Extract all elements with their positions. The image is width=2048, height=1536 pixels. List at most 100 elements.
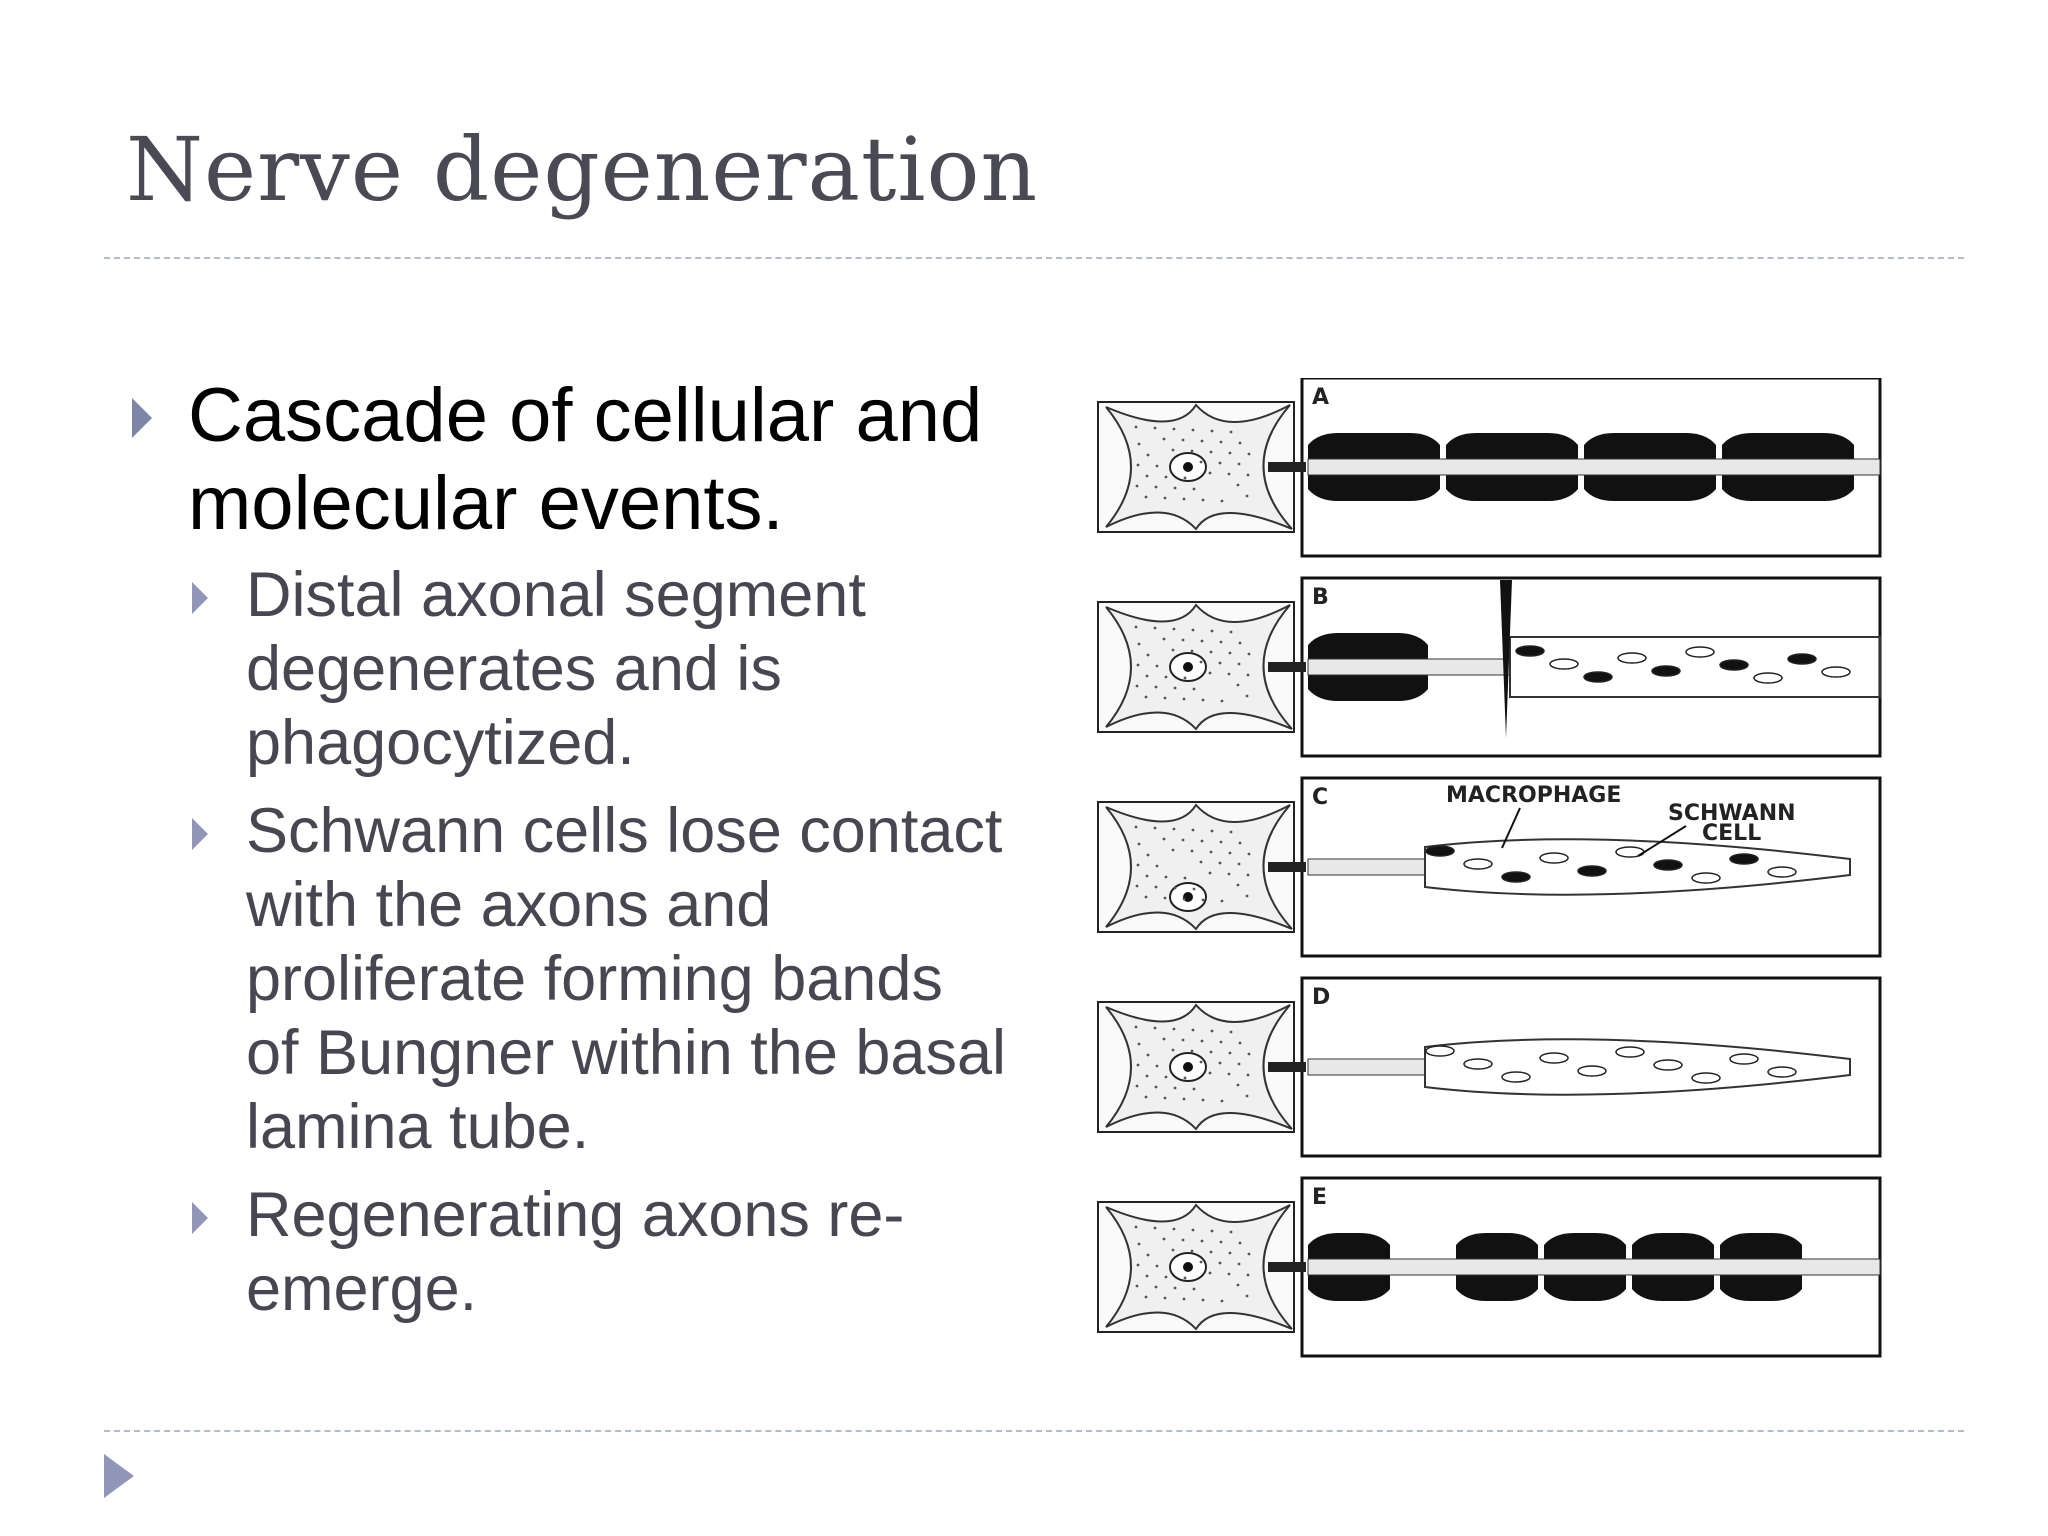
stipple-dot	[1154, 485, 1158, 489]
stipple-dot	[1219, 1240, 1223, 1244]
stipple-dot	[1238, 1041, 1242, 1045]
stipple-dot	[1172, 827, 1176, 831]
axon-hillock	[1268, 1262, 1306, 1272]
stipple-dot	[1227, 672, 1231, 676]
sub-bullet: Distal axonal segment degenerates and is…	[188, 558, 1006, 780]
debris-fragment	[1583, 671, 1613, 683]
stipple-dot	[1191, 828, 1195, 832]
stipple-dot	[1155, 1064, 1159, 1068]
stipple-dot	[1201, 1098, 1205, 1102]
stipple-dot	[1173, 686, 1177, 690]
stipple-dot	[1163, 896, 1167, 900]
panel-letter: E	[1312, 1185, 1327, 1210]
stipple-dot	[1208, 871, 1212, 875]
stipple-dot	[1236, 683, 1240, 687]
stipple-dot	[1171, 648, 1175, 652]
stipple-dot	[1154, 1085, 1158, 1089]
slide-corner-arrow-icon	[104, 1454, 134, 1498]
stipple-dot	[1191, 628, 1195, 632]
figure-panel: A	[1097, 378, 1882, 558]
stipple-dot	[1134, 1025, 1138, 1029]
debris-fragment	[1787, 653, 1817, 665]
stipple-dot	[1164, 675, 1168, 679]
stipple-dot	[1146, 853, 1150, 857]
stipple-dot	[1219, 840, 1223, 844]
stipple-dot	[1134, 1225, 1138, 1229]
stipple-dot	[1144, 695, 1148, 699]
stipple-dot	[1181, 838, 1185, 842]
stipple-dot	[1154, 1285, 1158, 1289]
debris-fragment	[1577, 865, 1607, 877]
stipple-dot	[1191, 1228, 1195, 1232]
stipple-dot	[1201, 698, 1205, 702]
stipple-dot	[1209, 1050, 1213, 1054]
stipple-dot	[1236, 883, 1240, 887]
stipple-dot	[1136, 663, 1140, 667]
stipple-dot	[1228, 451, 1232, 455]
stipple-dot	[1173, 1086, 1177, 1090]
stipple-dot	[1162, 637, 1166, 641]
stipple-dot	[1162, 437, 1166, 441]
stipple-dot	[1209, 450, 1213, 454]
stipple-dot	[1229, 1230, 1233, 1234]
stipple-dot	[1218, 1261, 1222, 1265]
stipple-dot	[1136, 1063, 1140, 1067]
stipple-dot	[1182, 497, 1186, 501]
stipple-dot	[1228, 1051, 1232, 1055]
stipple-dot	[1182, 1097, 1186, 1101]
nucleolus	[1183, 892, 1193, 902]
panel-letter: B	[1312, 585, 1329, 610]
stipple-dot	[1163, 696, 1167, 700]
stipple-dot	[1137, 842, 1141, 846]
stipple-dot	[1208, 471, 1212, 475]
stipple-dot	[1183, 1276, 1187, 1280]
debris-fragment	[1821, 666, 1851, 678]
axon-core	[1307, 1058, 1426, 1076]
stipple-dot	[1246, 873, 1250, 877]
debris-fragment	[1501, 1071, 1531, 1083]
stipple-dot	[1153, 1226, 1157, 1230]
stipple-dot	[1191, 428, 1195, 432]
schwann-label-line2: CELL	[1702, 821, 1761, 846]
debris-fragment	[1767, 866, 1797, 878]
debris-fragment	[1615, 1046, 1645, 1058]
stipple-dot	[1246, 473, 1250, 477]
stipple-dot	[1238, 1241, 1242, 1245]
stipple-dot	[1228, 1251, 1232, 1255]
stipple-dot	[1145, 1074, 1149, 1078]
stipple-dot	[1227, 872, 1231, 876]
stipple-dot	[1172, 427, 1176, 431]
axon-core	[1307, 458, 1881, 476]
stipple-dot	[1219, 440, 1223, 444]
stipple-dot	[1236, 483, 1240, 487]
stipple-dot	[1153, 1026, 1157, 1030]
stipple-dot	[1201, 498, 1205, 502]
main-bullet: Cascade of cellular and molecular events…	[126, 372, 1006, 548]
figure-panel: B	[1097, 576, 1882, 758]
sub-bullet-arrow-icon	[192, 818, 208, 850]
axon-core	[1307, 1258, 1881, 1276]
figure-panel: C	[1097, 776, 1882, 958]
stipple-dot	[1144, 1095, 1148, 1099]
stipple-dot	[1172, 1027, 1176, 1031]
stipple-dot	[1227, 1272, 1231, 1276]
degenerating-tube	[1424, 1038, 1851, 1096]
debris-fragment	[1691, 872, 1721, 884]
stipple-dot	[1219, 1040, 1223, 1044]
stipple-dot	[1137, 442, 1141, 446]
schwann-pointer	[1637, 825, 1687, 857]
sub-bullet: Schwann cells lose contact with the axon…	[188, 794, 1006, 1164]
stipple-dot	[1181, 438, 1185, 442]
stipple-dot	[1247, 852, 1251, 856]
bullet-arrow-icon	[132, 398, 152, 438]
stipple-dot	[1200, 1239, 1204, 1243]
macrophage-pointer	[1501, 807, 1521, 849]
axon-hillock	[1268, 462, 1306, 472]
debris-fragment	[1577, 1065, 1607, 1077]
stipple-dot	[1200, 439, 1204, 443]
stipple-dot	[1218, 661, 1222, 665]
stipple-dot	[1173, 1286, 1177, 1290]
stipple-dot	[1153, 826, 1157, 830]
debris-fragment	[1425, 845, 1455, 857]
stipple-dot	[1201, 898, 1205, 902]
